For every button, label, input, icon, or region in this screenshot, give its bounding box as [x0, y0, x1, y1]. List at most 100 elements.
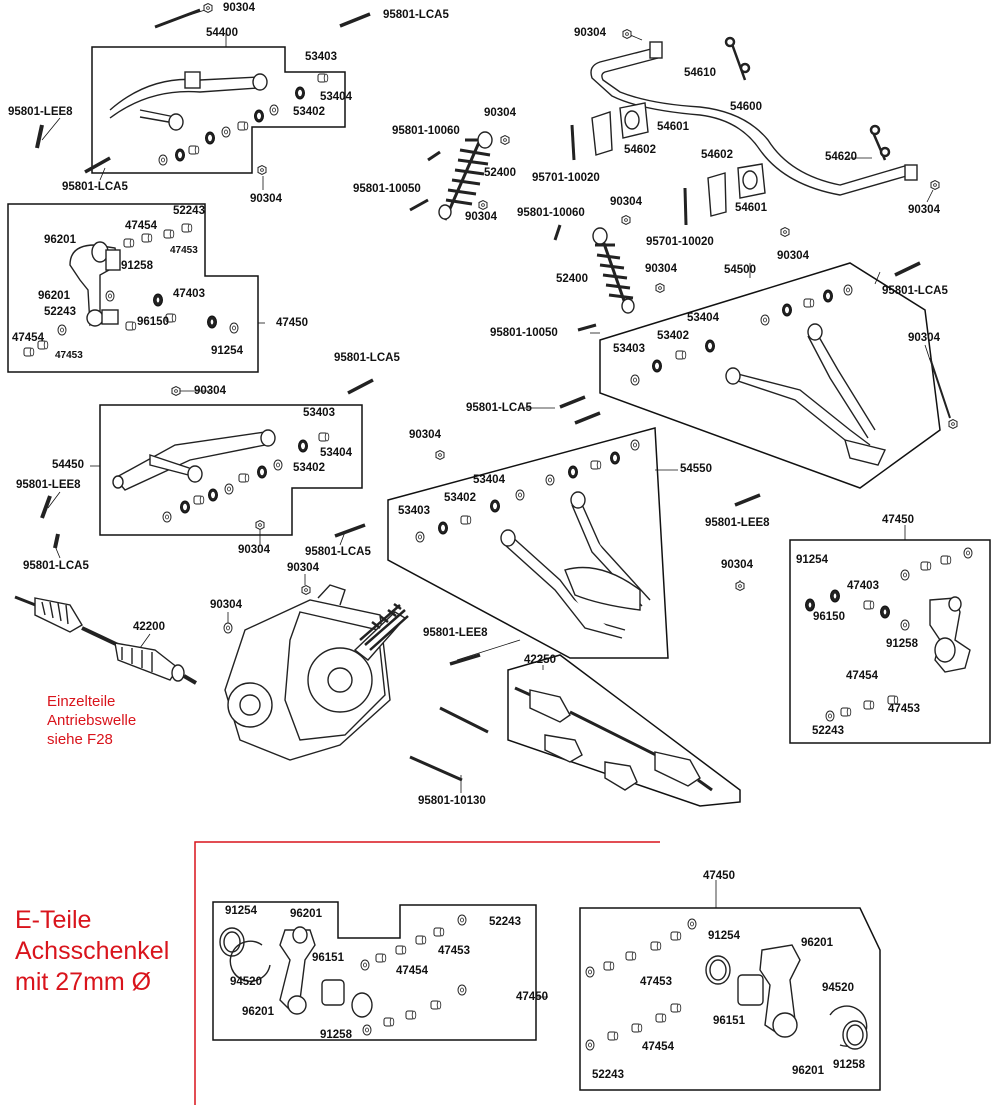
label-54601: 54601 [657, 121, 689, 133]
drive-shaft-note-line-3: siehe F28 [47, 731, 113, 748]
spare-knuckle-group-2 [585, 918, 868, 1051]
label-96150: 96150 [137, 316, 169, 328]
frame-42250 [507, 654, 741, 807]
bolt-95801-10130 [409, 706, 489, 782]
label-95801-lca5: 95801-LCA5 [305, 546, 371, 558]
label-53404: 53404 [473, 474, 505, 486]
nut-90304-b [171, 386, 181, 396]
bolt-95801-10060-b [553, 224, 562, 241]
label-52400: 52400 [484, 167, 516, 179]
bolt-95801-10050-b [577, 323, 597, 332]
label-52243: 52243 [812, 725, 844, 737]
label-91258: 91258 [833, 1059, 865, 1071]
stabilizer-link-54610 [724, 36, 751, 81]
label-53404: 53404 [687, 312, 719, 324]
spare-knuckle-group-1 [219, 914, 467, 1036]
label-90304: 90304 [287, 562, 319, 574]
washer-90304-e [223, 622, 233, 634]
spare-parts-note-line-1: E-Teile [15, 906, 92, 934]
label-94520: 94520 [822, 982, 854, 994]
a-arm-54400 [109, 71, 268, 131]
label-96201: 96201 [290, 908, 322, 920]
label-90304: 90304 [645, 263, 677, 275]
label-95701-10020: 95701-10020 [532, 172, 600, 184]
nut-90304-k [622, 29, 632, 39]
label-95801-lca5: 95801-LCA5 [466, 402, 532, 414]
label-47450: 47450 [882, 514, 914, 526]
label-47454: 47454 [846, 670, 878, 682]
label-96151: 96151 [312, 952, 344, 964]
frame-47450-e1 [212, 901, 537, 1041]
label-90304: 90304 [223, 2, 255, 14]
label-95801-10050: 95801-10050 [353, 183, 421, 195]
label-54450: 54450 [52, 459, 84, 471]
a-arm-54500 [725, 323, 886, 466]
label-90304: 90304 [908, 204, 940, 216]
label-47453: 47453 [640, 976, 672, 988]
label-95801-10050: 95801-10050 [490, 327, 558, 339]
label-47454: 47454 [396, 965, 428, 977]
label-91254: 91254 [225, 905, 257, 917]
label-54601: 54601 [735, 202, 767, 214]
nut-90304-m [930, 180, 940, 190]
stabilizer-bolts-95701-10020 [570, 124, 688, 226]
label-95801-lca5: 95801-LCA5 [383, 9, 449, 21]
label-47450: 47450 [276, 317, 308, 329]
label-90304: 90304 [409, 429, 441, 441]
nut-90304-g [500, 135, 510, 145]
frame-54500 [599, 262, 941, 489]
label-90304: 90304 [210, 599, 242, 611]
knuckle-47450-left [23, 223, 239, 357]
frame-54450 [99, 404, 363, 536]
frame-47450-e2 [579, 907, 881, 1091]
label-52243: 52243 [489, 916, 521, 928]
label-53404: 53404 [320, 91, 352, 103]
nut-90304-f [435, 450, 445, 460]
label-91254: 91254 [708, 930, 740, 942]
bolt-95801-10050-a [409, 198, 429, 212]
bolt-95801-lee8-mid [40, 495, 52, 519]
drive-shaft-42250 [514, 686, 713, 792]
label-90304: 90304 [250, 193, 282, 205]
a-arm-54550-hardware [415, 439, 640, 543]
label-94520: 94520 [230, 976, 262, 988]
nut-90304-h [478, 200, 488, 210]
drive-shaft-42200 [14, 595, 198, 685]
label-95801-lca5: 95801-LCA5 [882, 285, 948, 297]
label-47454: 47454 [642, 1041, 674, 1053]
label-90304: 90304 [610, 196, 642, 208]
label-47450: 47450 [703, 870, 735, 882]
label-53403: 53403 [398, 505, 430, 517]
bolt-95801-lee8-low [449, 653, 481, 666]
a-arm-54550 [500, 491, 651, 639]
label-52243: 52243 [173, 205, 205, 217]
label-95801-10060: 95801-10060 [392, 125, 460, 137]
label-95801-10130: 95801-10130 [418, 795, 486, 807]
label-53402: 53402 [293, 106, 325, 118]
nut-90304-c [255, 520, 265, 530]
label-95801-lca5: 95801-LCA5 [23, 560, 89, 572]
label-95801-lee8: 95801-LEE8 [423, 627, 488, 639]
bolt-95801-lca5-mid2 [559, 395, 601, 425]
label-54620: 54620 [825, 151, 857, 163]
nut-90304-n [735, 581, 745, 591]
drive-shaft-note-line-2: Antriebswelle [47, 712, 137, 729]
nut-90304-l [780, 227, 790, 237]
nut-90304-d [301, 585, 311, 595]
label-96201: 96201 [792, 1065, 824, 1077]
stabilizer-bar-54600 [590, 41, 918, 196]
label-53403: 53403 [613, 343, 645, 355]
bolt-95801-lca5-low [53, 533, 60, 549]
label-54602: 54602 [624, 144, 656, 156]
label-42200: 42200 [133, 621, 165, 633]
bolt-95801-lca5-right [894, 261, 921, 277]
bolt-90304-top-left [154, 3, 213, 29]
bolt-95801-10060-a [427, 150, 441, 162]
label-47453: 47453 [438, 945, 470, 957]
nut-90304-j [655, 283, 665, 293]
label-47454: 47454 [125, 220, 157, 232]
label-47453: 47453 [55, 350, 83, 361]
label-91254: 91254 [211, 345, 243, 357]
label-91254: 91254 [796, 554, 828, 566]
